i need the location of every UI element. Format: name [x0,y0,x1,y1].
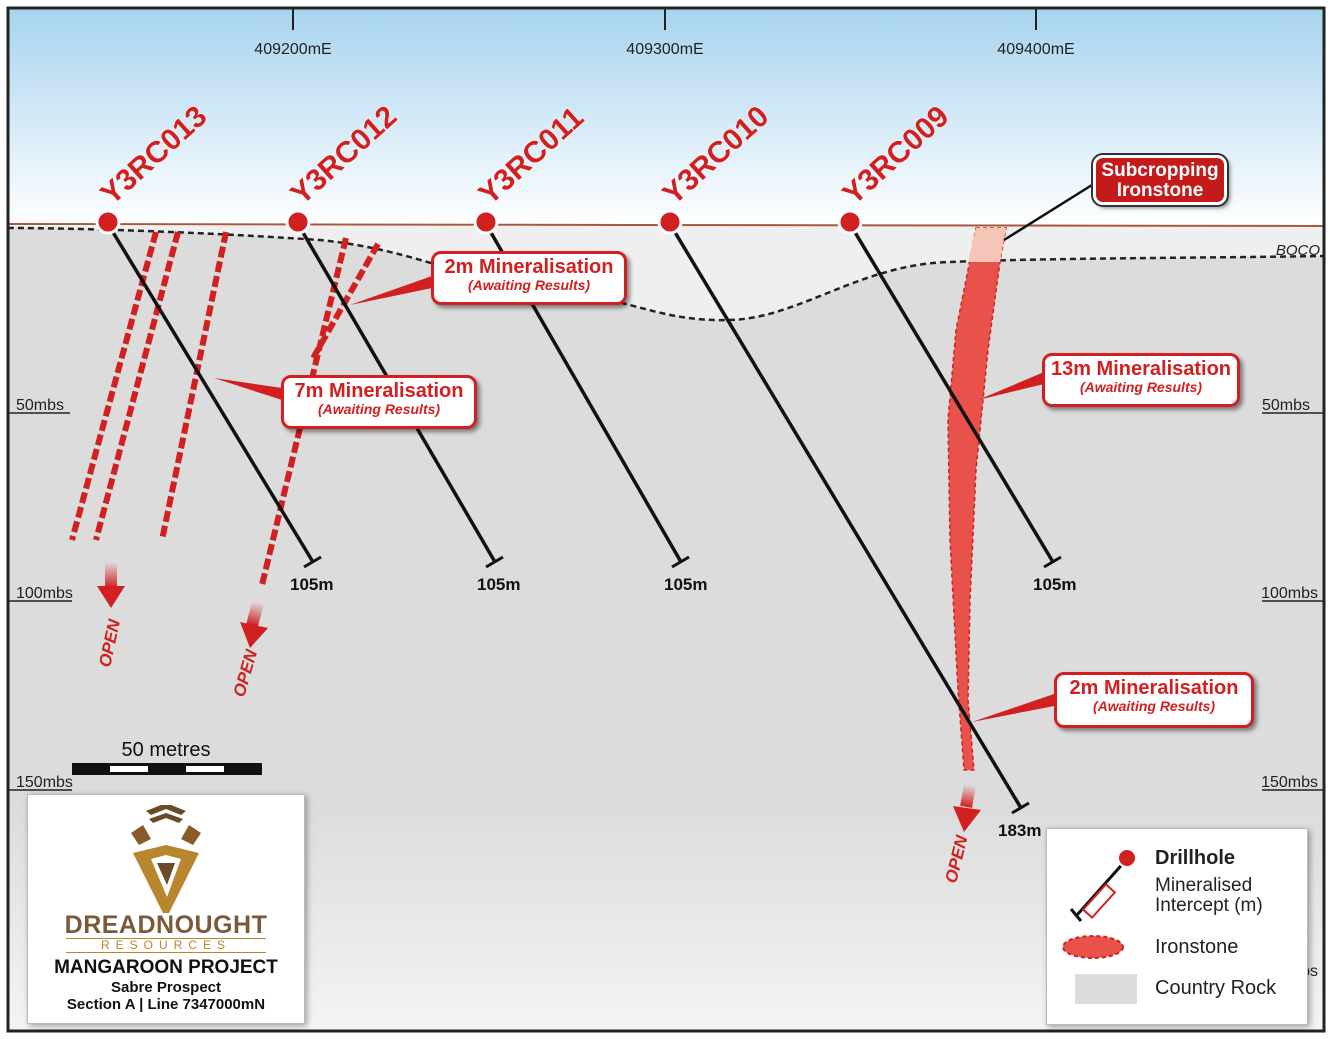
depth-ticks [8,412,1324,791]
company-name: DREADNOUGHT [64,911,268,939]
scale-label: 50 metres [122,739,211,761]
callout-7m: 7m Mineralisation (Awaiting Results) [281,375,477,429]
prospect-name: Sabre Prospect [110,979,222,996]
callout-pointers [214,276,1054,722]
subcrop-pointer [1003,178,1101,242]
hole-depth: 105m [477,575,520,594]
legend: Drillhole Mineralised Intercept (m) Iron… [1046,828,1308,1025]
callout-subtitle: (Awaiting Results) [1092,698,1216,714]
depth-label: 50mbs [16,397,64,414]
drillhole-collars [95,209,863,235]
depth-label: 100mbs [16,585,73,602]
callout-2m-lower: 2m Mineralisation (Awaiting Results) [1054,672,1254,728]
hole-depth: 183m [998,821,1041,840]
callout-2m-upper: 2m Mineralisation (Awaiting Results) [431,251,627,305]
legend-ironstone-icon [1062,935,1124,959]
ironstone-body [947,227,1007,771]
callout-13m: 13m Mineralisation (Awaiting Results) [1042,353,1240,407]
legend-symbols [1062,848,1137,1004]
subcrop-line-1: Subcropping [1101,160,1219,181]
callout-subtitle: (Awaiting Results) [317,401,441,417]
dreadnought-logo-icon [131,805,201,913]
open-arrows [97,562,981,832]
hole-depth: 105m [290,575,333,594]
legend-intercept-icon [1081,882,1117,920]
legend-country-rock-label: Country Rock [1155,977,1277,999]
project-name: MANGAROON PROJECT [54,957,278,978]
legend-intercept-label-2: Intercept (m) [1155,895,1263,916]
depth-label: 150mbs [16,774,73,791]
boco-label: BOCO [1276,242,1321,259]
callout-subtitle: (Awaiting Results) [1079,379,1203,395]
callout-title: 2m Mineralisation [444,256,614,278]
callout-title: 7m Mineralisation [294,380,464,402]
drill-end-ticks [303,555,1062,815]
legend-drillhole-icon [1117,848,1137,868]
callout-subtitle: (Awaiting Results) [467,277,591,293]
subcrop-line-2: Ironstone [1116,179,1204,201]
legend-ironstone-label: Ironstone [1155,936,1239,958]
easting-label: 409200mE [254,41,331,58]
callout-title: 2m Mineralisation [1069,677,1239,699]
ironstone-subcrop [968,228,1006,262]
depth-label: 50mbs [1262,397,1310,414]
easting-label: 409400mE [997,41,1074,58]
legend-country-rock-icon [1075,974,1137,1004]
hole-depth: 105m [1033,575,1076,594]
scale-bar [72,763,262,775]
legend-intercept-label-1: Mineralised [1155,875,1253,896]
legend-drillhole-label: Drillhole [1155,847,1236,869]
title-block: DREADNOUGHT RESOURCES MANGAROON PROJECT … [27,794,305,1024]
depth-label: 100mbs [1261,585,1318,602]
callout-title: 13m Mineralisation [1050,358,1232,380]
hole-depth: 105m [664,575,707,594]
company-subname: RESOURCES [66,938,266,953]
easting-label: 409300mE [626,41,703,58]
depth-label: 150mbs [1261,774,1318,791]
callout-subcropping-ironstone: Subcropping Ironstone [1091,153,1229,207]
legend-drillhole-trace [1075,858,1129,916]
section-line: Section A | Line 7347000mN [66,996,266,1013]
